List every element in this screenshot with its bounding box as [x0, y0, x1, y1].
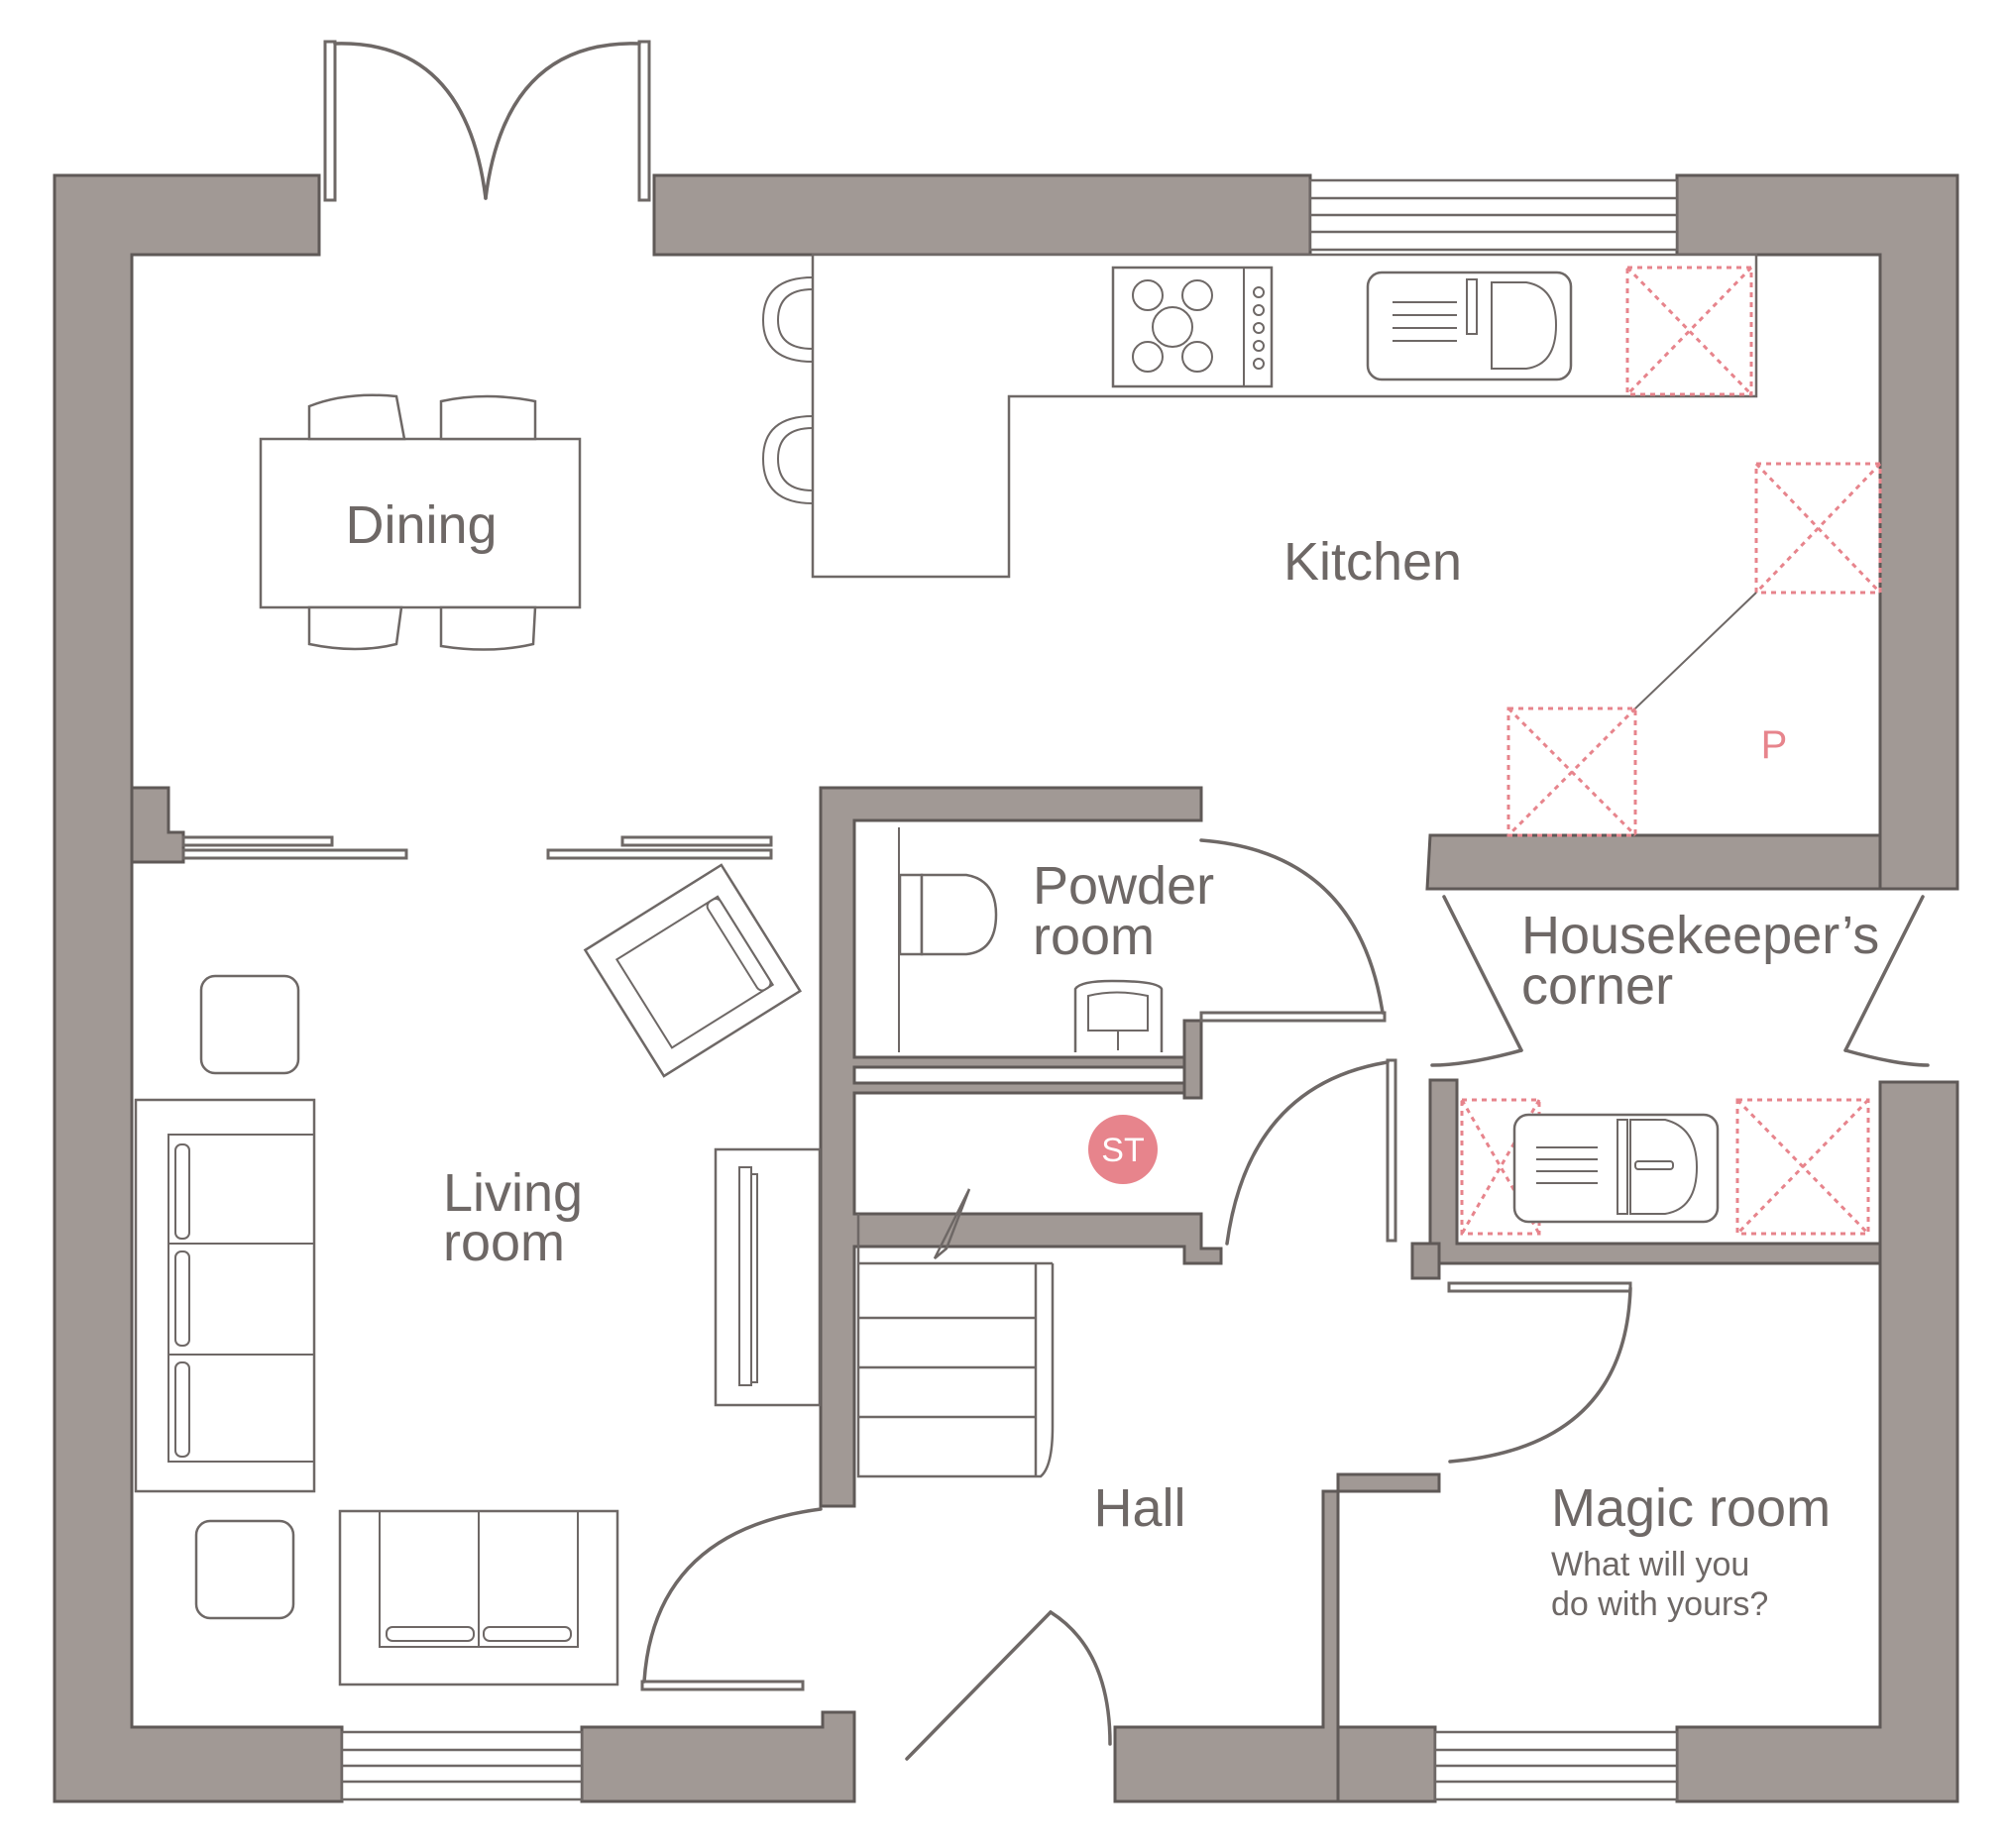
dining-chair [307, 605, 403, 651]
dining-chair [439, 394, 537, 441]
sliding-door-right [546, 835, 773, 860]
kitchen-sink-icon [1366, 271, 1573, 381]
walls [53, 173, 1959, 1803]
wall-right-lower [1675, 1080, 1959, 1803]
sofa [134, 1098, 316, 1493]
dining-chair [439, 605, 537, 651]
room-sublabel-magic-2: do with yours? [1551, 1585, 1768, 1623]
kitchen-counter [811, 253, 1758, 579]
hob-icon [1111, 266, 1274, 388]
storage-label: ST [1101, 1132, 1144, 1169]
appliance-space-2 [1754, 462, 1882, 595]
dining-table [259, 437, 582, 609]
storage-badge-icon [1088, 1115, 1158, 1184]
room-label-kitchen: Kitchen [1283, 532, 1462, 592]
appliance-space-3 [1506, 707, 1637, 837]
room-label-powder: Powder [1033, 856, 1214, 916]
dining-furniture [259, 393, 582, 651]
doors [181, 40, 1930, 1761]
room-label-housekeeper-2: corner [1521, 956, 1673, 1016]
wall-bottom-a [580, 1710, 856, 1803]
room-label-living-2: room [443, 1213, 565, 1272]
room-label-hall: Hall [1093, 1478, 1185, 1538]
sliding-door-left [181, 835, 408, 860]
ottoman [194, 1519, 295, 1620]
pantry-label: P [1761, 723, 1788, 767]
front-door [905, 1610, 1112, 1761]
pantry-outline [1634, 592, 1757, 709]
appliance-space-5 [1735, 1098, 1870, 1236]
utility-sink-icon [1512, 1113, 1720, 1224]
window-magic-bottom [1433, 1730, 1679, 1801]
dining-chair [307, 393, 406, 441]
toilet-icon [898, 873, 998, 956]
windows [340, 178, 1679, 1801]
housekeeper-door-right [1843, 895, 1930, 1067]
basin-icon [1073, 979, 1164, 1052]
magic-room-door [1447, 1281, 1632, 1464]
ottoman [199, 974, 300, 1075]
room-label-living: Living [443, 1163, 583, 1223]
wall-left [53, 173, 344, 1803]
room-label-housekeeper: Housekeeper’s [1521, 906, 1879, 965]
window-kitchen-top [1308, 178, 1679, 252]
wall-bottom-c [1336, 1725, 1437, 1803]
wall-hall-magic [1410, 1242, 1441, 1280]
powder-room-door [1199, 838, 1387, 1023]
room-label-dining: Dining [345, 495, 497, 555]
storage-door [1225, 1058, 1397, 1246]
wall-bottom-b [1113, 1472, 1441, 1803]
french-doors [323, 40, 651, 202]
storage-marker: ST [1088, 1115, 1158, 1184]
bar-stool-2 [761, 415, 814, 504]
wall-powder-right [1182, 1019, 1203, 1100]
living-room-door [640, 1507, 823, 1691]
room-label-magic: Magic room [1551, 1478, 1831, 1538]
housekeeper-fixtures [1460, 1098, 1870, 1236]
powder-room-fixtures [898, 827, 1164, 1052]
wall-top-middle [652, 173, 1312, 257]
living-furniture [134, 863, 822, 1686]
appliance-space-1 [1625, 266, 1753, 396]
staircase [856, 1188, 1055, 1478]
media-unit [714, 1147, 822, 1407]
wall-dining-living-left [130, 786, 185, 864]
housekeeper-door-left [1430, 895, 1523, 1067]
loveseat [338, 1509, 619, 1686]
appliance-space-4 [1460, 1098, 1541, 1236]
kitchen-fixtures [761, 253, 1882, 837]
armchair [583, 863, 803, 1078]
room-sublabel-magic-1: What will you [1551, 1546, 1749, 1583]
window-living-bottom [340, 1730, 584, 1801]
room-labels: Dining Kitchen Powder room Housekeeper’s… [345, 495, 1879, 1623]
wall-housekeeper-top [1425, 833, 1882, 891]
room-label-powder-2: room [1033, 907, 1155, 966]
bar-stool-1 [761, 276, 814, 363]
